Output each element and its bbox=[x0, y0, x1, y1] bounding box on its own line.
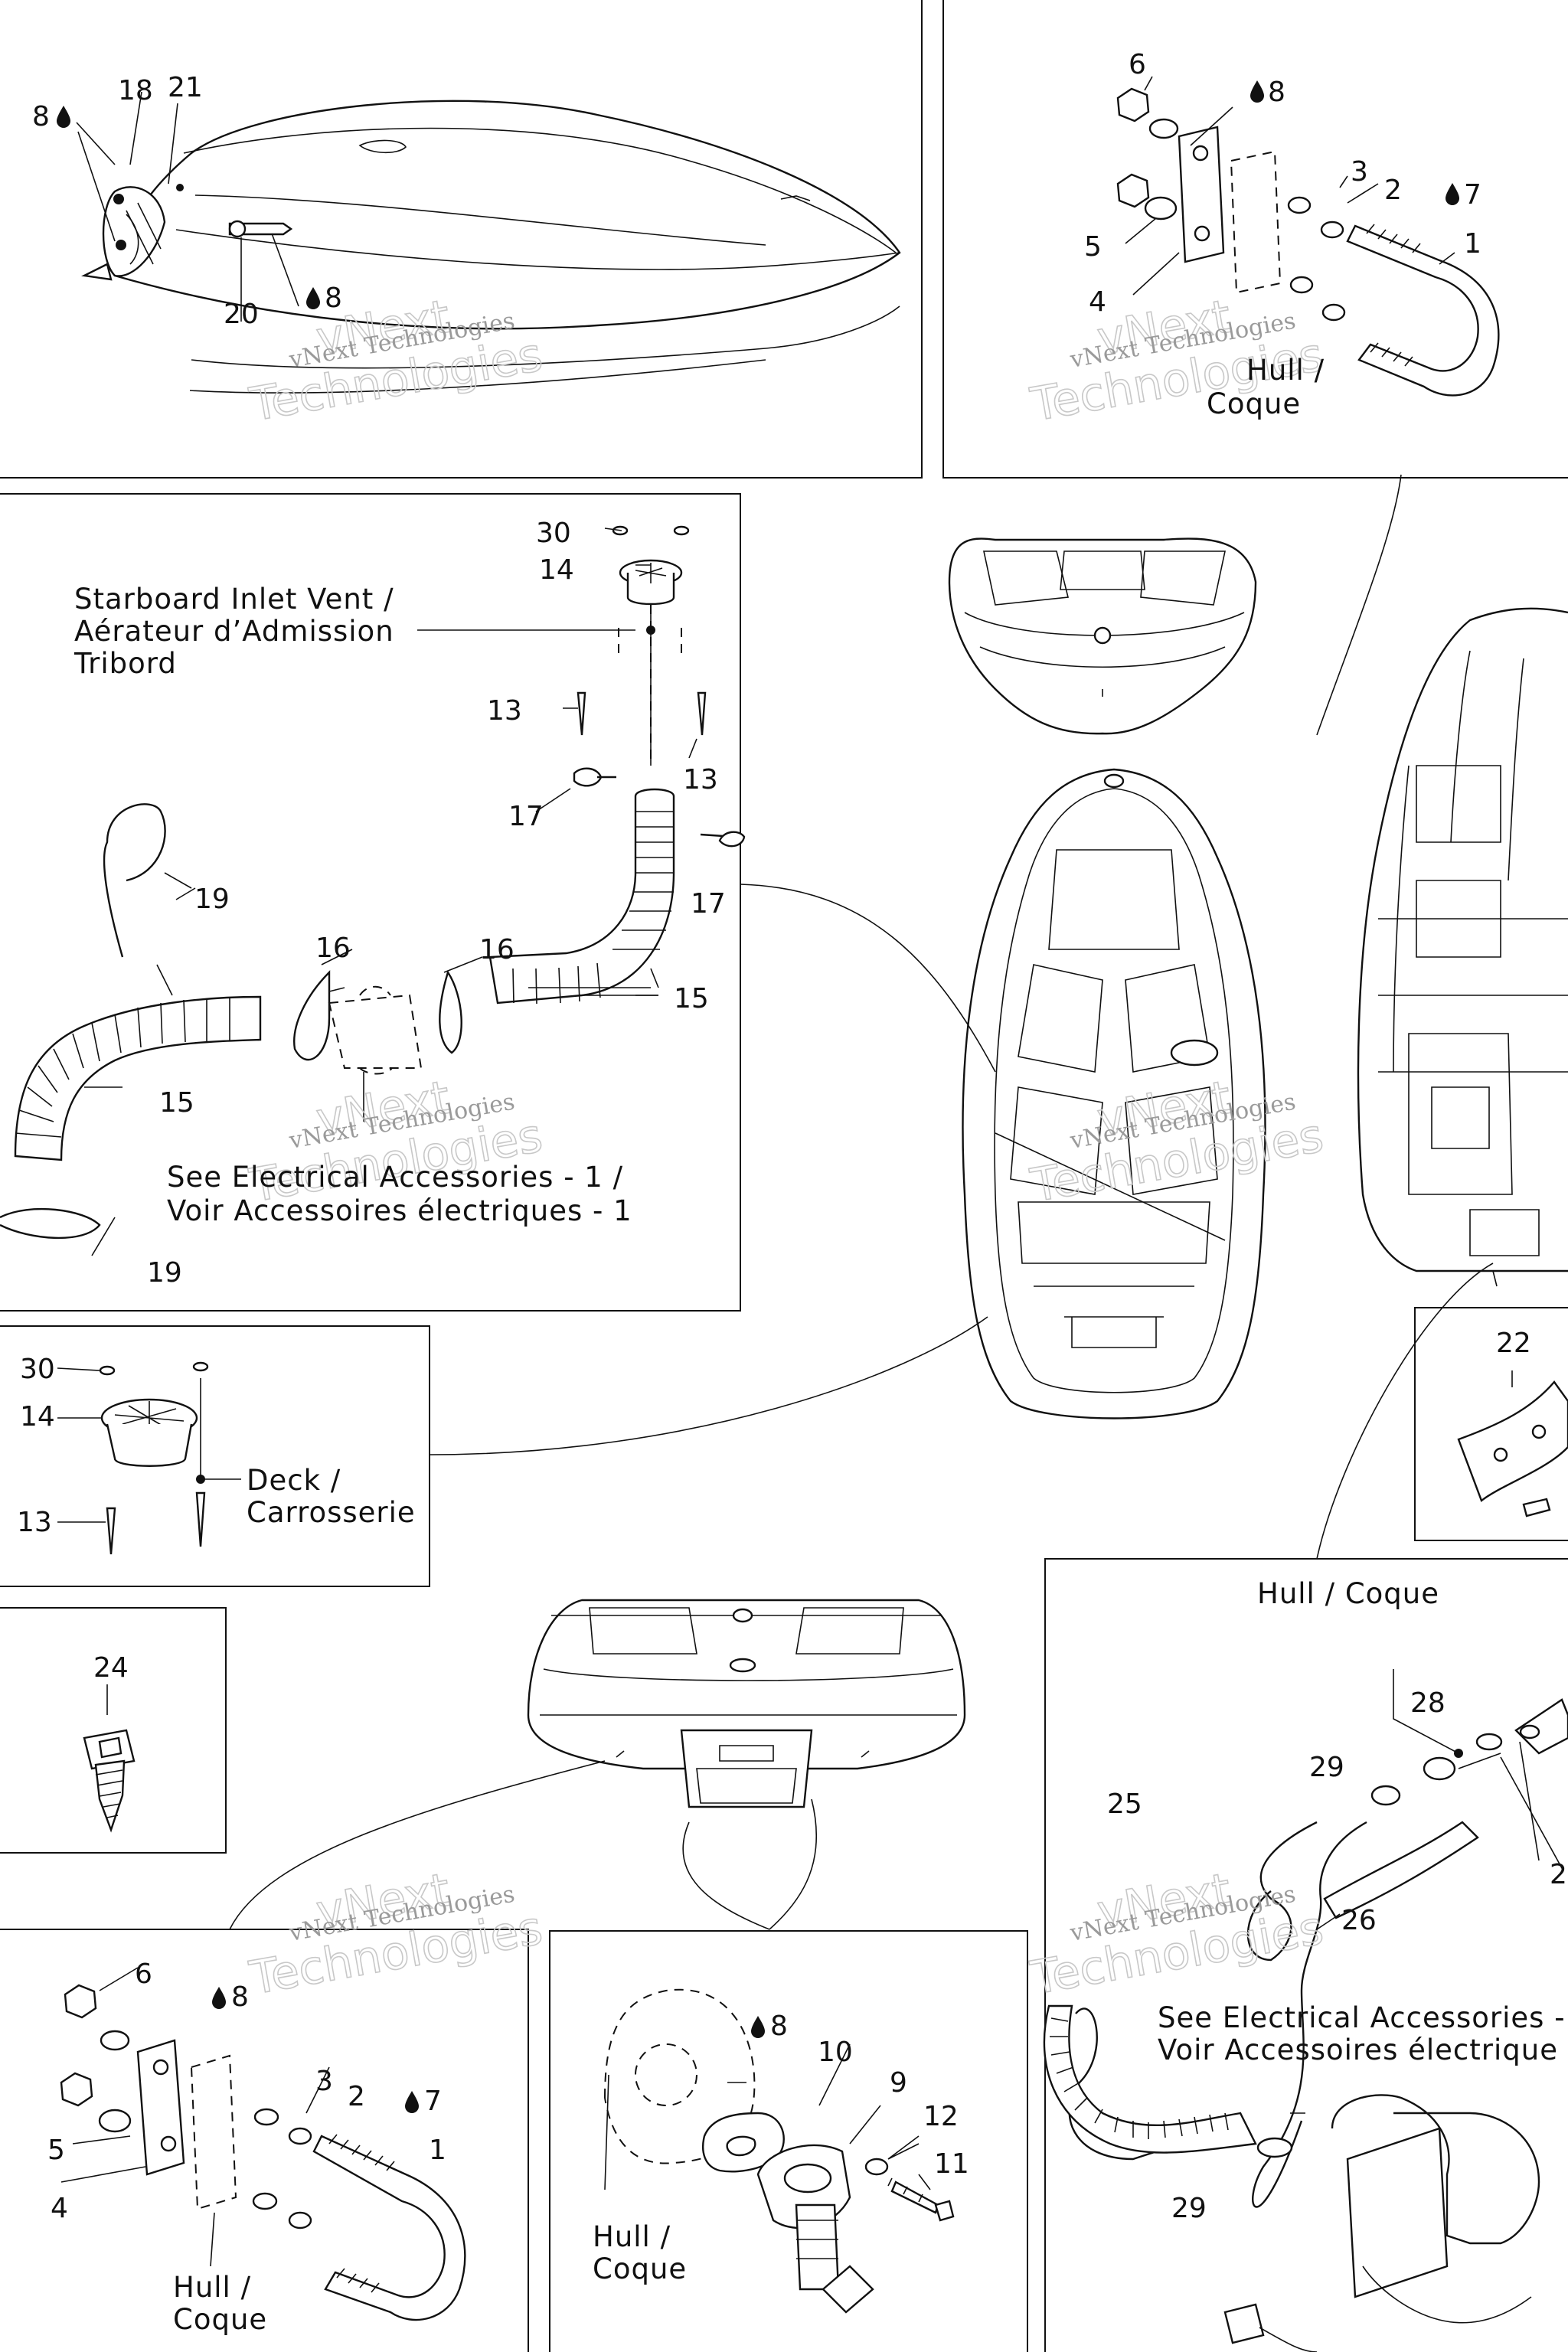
callout-16: 16 bbox=[315, 933, 351, 964]
callout-29: 29 bbox=[1171, 2193, 1207, 2224]
deck-label-2: Carrosserie bbox=[247, 1496, 416, 1529]
droplet-icon bbox=[1446, 183, 1459, 205]
annotation-labels: Starboard Inlet Vent / Aérateur d’Admiss… bbox=[74, 354, 1566, 2336]
callout-17: 17 bbox=[691, 888, 726, 920]
callout-numbers: 8 18 21 20 8 6 8 3 2 7 1 5 4 30 14 13 13… bbox=[17, 49, 1568, 2224]
boat-stern-view bbox=[229, 1599, 966, 1930]
hull-bottom-mid-label-1: Hull / bbox=[593, 2220, 671, 2253]
callout-27: 27 bbox=[1550, 1859, 1568, 1890]
callout-25: 25 bbox=[1107, 1788, 1142, 1820]
callout-14: 14 bbox=[539, 554, 574, 586]
hull-right-label: Hull / Coque bbox=[1257, 1577, 1439, 1610]
starboard-vent-label-3: Tribord bbox=[74, 647, 177, 680]
droplet-icon bbox=[212, 1987, 226, 2009]
callout-12: 12 bbox=[923, 2101, 959, 2132]
callout-9: 9 bbox=[890, 2067, 907, 2099]
callout-8: 8 bbox=[231, 1981, 249, 2013]
tie-down-assembly-top bbox=[1116, 76, 1500, 397]
callout-6: 6 bbox=[135, 1958, 152, 1990]
callout-7: 7 bbox=[424, 2086, 442, 2117]
callout-26: 26 bbox=[1341, 1905, 1377, 1936]
callout-14: 14 bbox=[20, 1401, 55, 1432]
callout-5: 5 bbox=[1084, 231, 1102, 263]
deck-vent-assembly bbox=[57, 1316, 988, 1555]
starboard-vent-label-1: Starboard Inlet Vent / bbox=[74, 583, 394, 616]
droplet-icon bbox=[306, 287, 320, 309]
droplet-icon bbox=[57, 106, 70, 128]
callout-4: 4 bbox=[51, 2193, 68, 2224]
callout-16: 16 bbox=[479, 934, 514, 965]
droplet-icon bbox=[405, 2091, 419, 2113]
callout-20: 20 bbox=[224, 299, 259, 330]
screw-part-24 bbox=[83, 1684, 136, 1833]
callout-30: 30 bbox=[536, 518, 571, 549]
callout-3: 3 bbox=[315, 2066, 333, 2097]
hull-bottom-left-label-2: Coque bbox=[173, 2303, 267, 2336]
callout-28: 28 bbox=[1410, 1687, 1446, 1719]
inlet-vent-assembly bbox=[0, 525, 746, 1256]
see-electrical-2-line-2: Voir Accessoires électrique bbox=[1158, 2034, 1558, 2066]
callout-24: 24 bbox=[93, 1652, 129, 1684]
callout-8: 8 bbox=[770, 2011, 788, 2042]
see-electrical-2-line-1: See Electrical Accessories - bbox=[1158, 2001, 1566, 2034]
callout-15: 15 bbox=[674, 983, 709, 1014]
callout-7: 7 bbox=[1464, 179, 1481, 211]
callout-30: 30 bbox=[20, 1354, 55, 1385]
callout-5: 5 bbox=[47, 2135, 65, 2166]
callout-18: 18 bbox=[118, 75, 153, 106]
hull-top-label-1: Hull / bbox=[1246, 354, 1325, 387]
callout-15: 15 bbox=[159, 1087, 194, 1119]
callout-3: 3 bbox=[1351, 156, 1368, 188]
droplet-icon bbox=[751, 2016, 765, 2038]
callout-13: 13 bbox=[17, 1507, 52, 1538]
boat-underside-view bbox=[1316, 474, 1568, 1560]
callout-8: 8 bbox=[32, 101, 50, 132]
callout-22: 22 bbox=[1496, 1328, 1531, 1359]
callout-8: 8 bbox=[325, 283, 342, 314]
hull-side-view bbox=[76, 91, 901, 394]
deck-label-1: Deck / bbox=[247, 1464, 341, 1497]
callout-8: 8 bbox=[1268, 77, 1285, 108]
callout-10: 10 bbox=[818, 2037, 853, 2068]
callout-1: 1 bbox=[429, 2135, 446, 2166]
callout-29: 29 bbox=[1309, 1752, 1344, 1783]
hull-bottom-left-label-1: Hull / bbox=[173, 2271, 251, 2304]
boat-rear-view bbox=[948, 537, 1257, 735]
bilge-system bbox=[1043, 1669, 1568, 2352]
hull-fitting-22 bbox=[1457, 1370, 1568, 1517]
see-electrical-1-line-2: Voir Accessoires électriques - 1 bbox=[167, 1194, 632, 1227]
tie-down-assembly-bottom bbox=[60, 1967, 466, 2321]
callout-21: 21 bbox=[168, 72, 203, 103]
starboard-vent-label-2: Aérateur d’Admission bbox=[74, 615, 394, 648]
boat-top-view bbox=[740, 768, 1266, 1419]
callout-19: 19 bbox=[147, 1257, 182, 1289]
hull-bottom-mid-label-2: Coque bbox=[593, 2252, 687, 2285]
callout-2: 2 bbox=[1384, 175, 1402, 206]
callout-2: 2 bbox=[348, 2081, 365, 2112]
callout-1: 1 bbox=[1464, 228, 1481, 260]
callout-13: 13 bbox=[683, 764, 718, 795]
callout-4: 4 bbox=[1089, 286, 1106, 318]
callout-17: 17 bbox=[508, 801, 544, 832]
callout-13: 13 bbox=[487, 695, 522, 727]
callout-11: 11 bbox=[934, 2148, 969, 2180]
callout-6: 6 bbox=[1129, 49, 1146, 80]
callout-19: 19 bbox=[194, 884, 230, 915]
droplet-icon bbox=[1250, 80, 1264, 103]
hull-top-label-2: Coque bbox=[1207, 387, 1301, 420]
drain-plug-assembly bbox=[603, 1988, 955, 2314]
see-electrical-1-line-1: See Electrical Accessories - 1 / bbox=[167, 1161, 623, 1194]
